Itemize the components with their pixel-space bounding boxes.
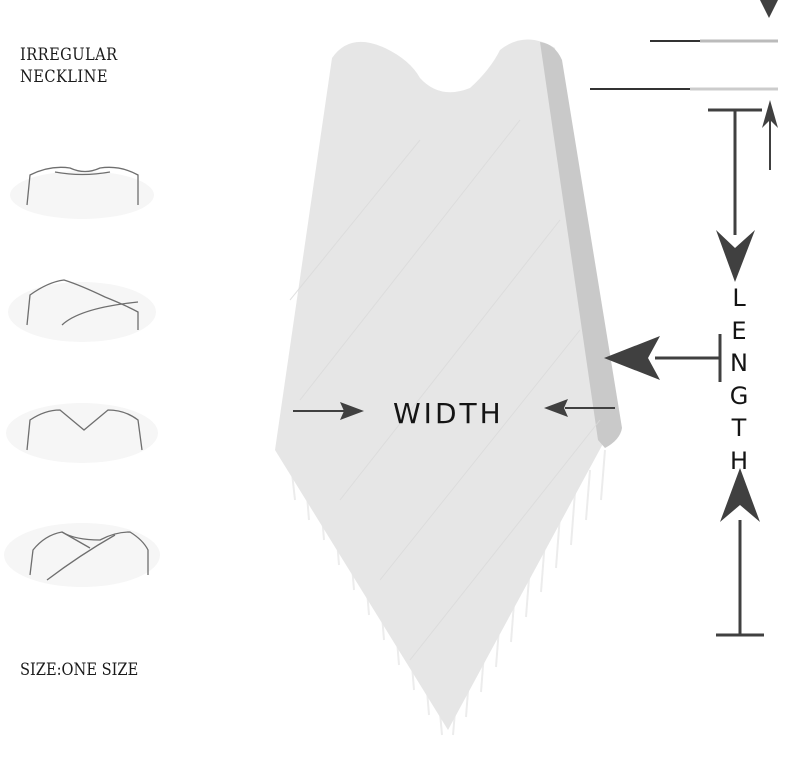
length-label: L E N G T H (727, 282, 751, 477)
v-neckline-icon (6, 403, 158, 463)
length-letter: N (730, 349, 748, 377)
size-label: SIZE:ONE SIZE (20, 660, 139, 680)
asymmetric-neckline-icon (8, 279, 156, 342)
neckline-title-line1: IRREGULAR (20, 45, 118, 65)
side-arrow (604, 334, 722, 382)
width-label: WIDTH (393, 397, 504, 430)
length-letter: H (729, 446, 749, 475)
length-letter: G (729, 381, 749, 410)
wrap-neckline-icon (4, 523, 160, 587)
neckline-title: IRREGULAR NECKLINE (20, 44, 118, 88)
length-letter: L (732, 284, 746, 312)
fabric-texture (289, 119, 601, 661)
length-letter: T (731, 414, 747, 442)
top-right-guides (590, 0, 778, 170)
length-arrow (708, 108, 764, 637)
neckline-title-line2: NECKLINE (20, 67, 108, 87)
poncho-shade (540, 42, 622, 448)
width-arrows (293, 399, 615, 420)
round-neckline-icon (10, 166, 154, 219)
length-letter: E (731, 316, 747, 345)
poncho-body (275, 39, 605, 730)
